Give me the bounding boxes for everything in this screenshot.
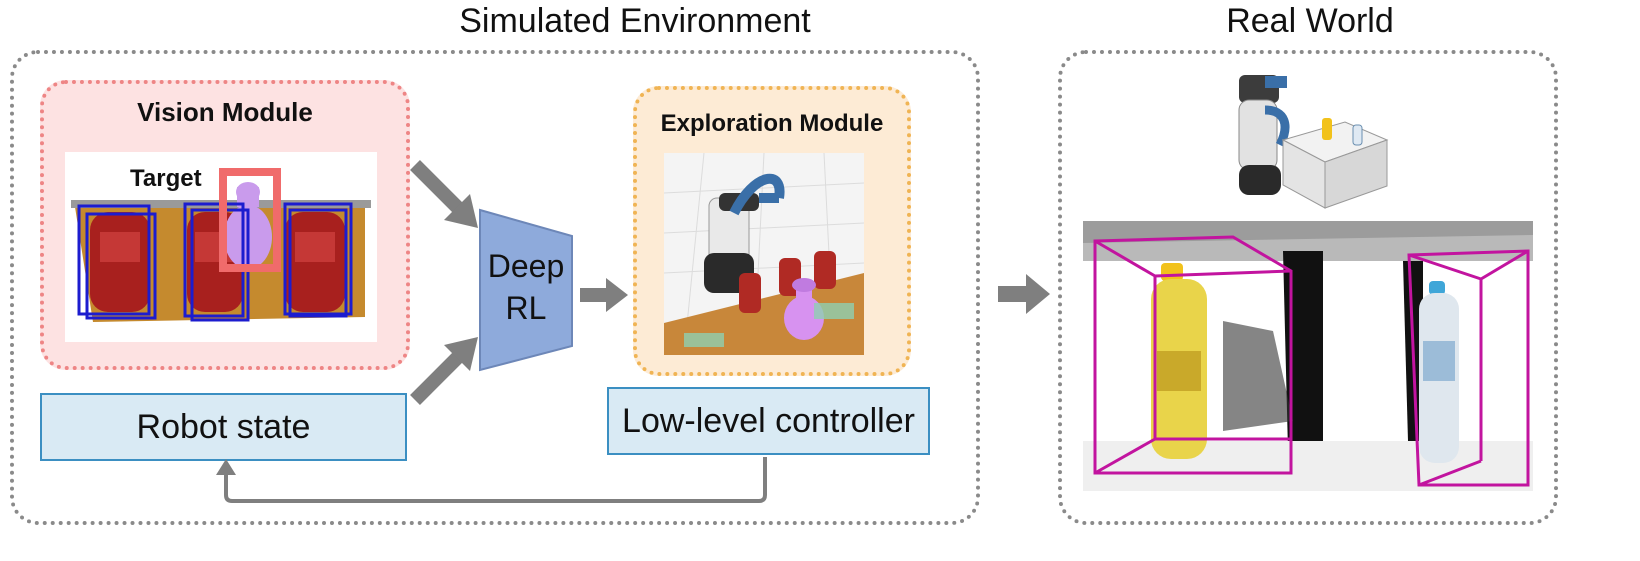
arrow-rl-to-exploration: [580, 278, 628, 312]
can-right: [285, 212, 345, 312]
bbox-right: [283, 202, 353, 318]
can-left: [90, 212, 150, 312]
sim-can-1: [739, 273, 761, 313]
robot-state-box: Robot state: [40, 393, 407, 461]
exploration-module-title: Exploration Module: [660, 110, 884, 137]
real-pointcloud-image: [1083, 221, 1533, 491]
vision-detection-image: [65, 152, 377, 342]
target-label: Target: [130, 165, 202, 192]
exploration-sim-image: [664, 153, 864, 355]
simulated-environment-frame: [10, 50, 980, 525]
low-level-controller-label: Low-level controller: [622, 401, 915, 440]
real-robot-photo: [1225, 70, 1393, 212]
deep-rl-label-line1: Deep: [487, 248, 565, 284]
real-world-title: Real World: [1226, 2, 1394, 40]
bbox-yellow-bottle: [1093, 235, 1293, 475]
bbox-left: [77, 204, 157, 320]
arrow-sim-to-real: [998, 274, 1050, 314]
sim-can-3: [814, 251, 836, 289]
simulated-environment-title: Simulated Environment: [459, 2, 811, 40]
feedback-arrow: [216, 457, 767, 503]
bbox-clear-bottle: [1407, 249, 1530, 487]
vision-module-title: Vision Module: [137, 97, 313, 127]
robot-state-label: Robot state: [136, 407, 311, 446]
yellow-bottle: [1151, 263, 1207, 459]
real-world-frame: [1058, 50, 1558, 525]
clear-bottle: [1419, 281, 1459, 463]
target-highlight-box: [219, 168, 281, 272]
deep-rl-block: [479, 208, 573, 372]
arrow-vision-to-rl: [410, 160, 478, 228]
low-level-controller-box: Low-level controller: [607, 387, 930, 455]
deep-rl-label-line2: RL: [505, 290, 547, 326]
arrow-state-to-rl: [410, 337, 478, 405]
